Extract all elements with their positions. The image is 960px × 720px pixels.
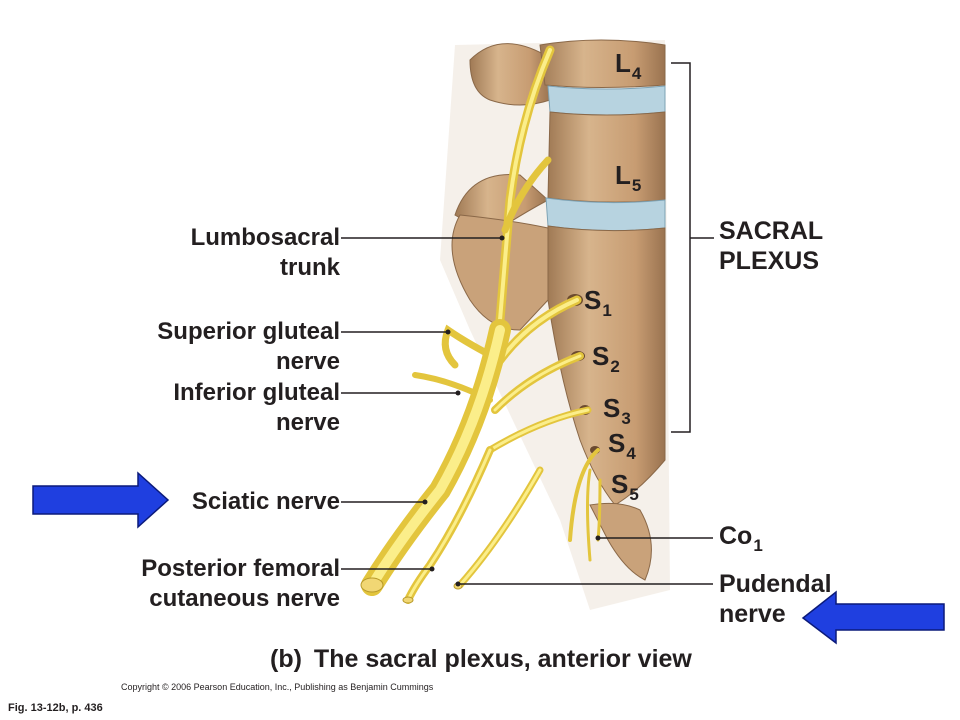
label-superior-gluteal-line1: Superior gluteal (157, 318, 340, 345)
label-sciatic-line1: Sciatic nerve (191, 488, 340, 515)
label-inferior-gluteal-line1: Inferior gluteal (173, 379, 340, 406)
s2-main: S (592, 341, 610, 371)
vertebra-l4-body (539, 39, 666, 88)
label-sciatic-nerve: Sciatic nerve (192, 487, 340, 517)
label-posterior-femoral: Posterior femoral cutaneous nerve (141, 554, 340, 614)
s5-main: S (611, 469, 629, 499)
label-lumbosacral-trunk: Lumbosacral trunk (191, 223, 340, 283)
s4-main: S (608, 428, 626, 458)
l4-sub: 4 (631, 64, 642, 83)
arrow-right-icon (32, 471, 170, 529)
coccyx (589, 502, 652, 581)
sacral-plexus-bracket (671, 62, 691, 433)
label-pudendal-line1: Pudendal (719, 570, 832, 598)
label-lumbosacral-line2: trunk (280, 254, 340, 281)
vertebra-label-s1: S1 (584, 285, 612, 320)
sciatic-nerve-trunk (361, 319, 511, 596)
label-superior-gluteal: Superior gluteal nerve (157, 317, 340, 377)
caption-text: The sacral plexus, anterior view (313, 645, 692, 673)
l5-sub: 5 (631, 176, 642, 195)
vertebra-label-s2: S2 (592, 341, 620, 376)
vertebra-label-s4: S4 (608, 428, 636, 463)
caption-part: (b) (270, 645, 302, 673)
nerves (361, 45, 602, 604)
label-posterior-femoral-line2: cutaneous nerve (149, 585, 340, 612)
label-sacral-line2: PLEXUS (719, 247, 820, 275)
figure-reference: Fig. 13-12b, p. 436 (8, 702, 103, 714)
label-pudendal-line2: nerve (719, 600, 786, 628)
vertebra-l5-body (547, 111, 666, 203)
l5-main: L (615, 160, 631, 190)
disc-l5-s1 (545, 197, 666, 232)
vertebra-label-s3: S3 (603, 393, 631, 428)
s1-main: S (584, 285, 602, 315)
s4-sub: 4 (626, 444, 636, 463)
femoral-cut-end (402, 596, 414, 604)
s3-sub: 3 (621, 409, 631, 428)
s2-sub: 2 (610, 357, 620, 376)
sciatic-cut-end (360, 577, 384, 593)
label-inferior-gluteal-line2: nerve (275, 409, 340, 436)
s4-root (568, 448, 600, 542)
s3-main: S (603, 393, 621, 423)
s1-sub: 1 (602, 301, 612, 320)
label-inferior-gluteal: Inferior gluteal nerve (173, 378, 340, 438)
label-sacral-plexus: SACRAL PLEXUS (719, 216, 823, 276)
copyright-notice: Copyright © 2006 Pearson Education, Inc.… (121, 682, 434, 692)
label-superior-gluteal-line2: nerve (275, 348, 340, 375)
label-co-sub: 1 (753, 536, 763, 555)
vertebra-label-l5: L5 (615, 160, 641, 195)
disc-l4-l5 (547, 85, 666, 116)
leader-lines (341, 62, 714, 585)
s5-sub: 5 (629, 485, 639, 504)
label-coccygeal: Co1 (719, 521, 763, 555)
label-pudendal-nerve: Pudendal nerve (719, 569, 832, 629)
l4-main: L (615, 48, 631, 78)
label-lumbosacral-line1: Lumbosacral (190, 224, 340, 251)
label-posterior-femoral-line1: Posterior femoral (141, 555, 340, 582)
vertebra-label-l4: L4 (615, 48, 641, 83)
label-co-main: Co (719, 522, 753, 550)
label-sacral-line1: SACRAL (719, 217, 824, 245)
vertebra-label-s5: S5 (611, 469, 639, 504)
arrow-left-icon (801, 590, 945, 645)
figure-caption: (b) The sacral plexus, anterior view (270, 645, 692, 674)
